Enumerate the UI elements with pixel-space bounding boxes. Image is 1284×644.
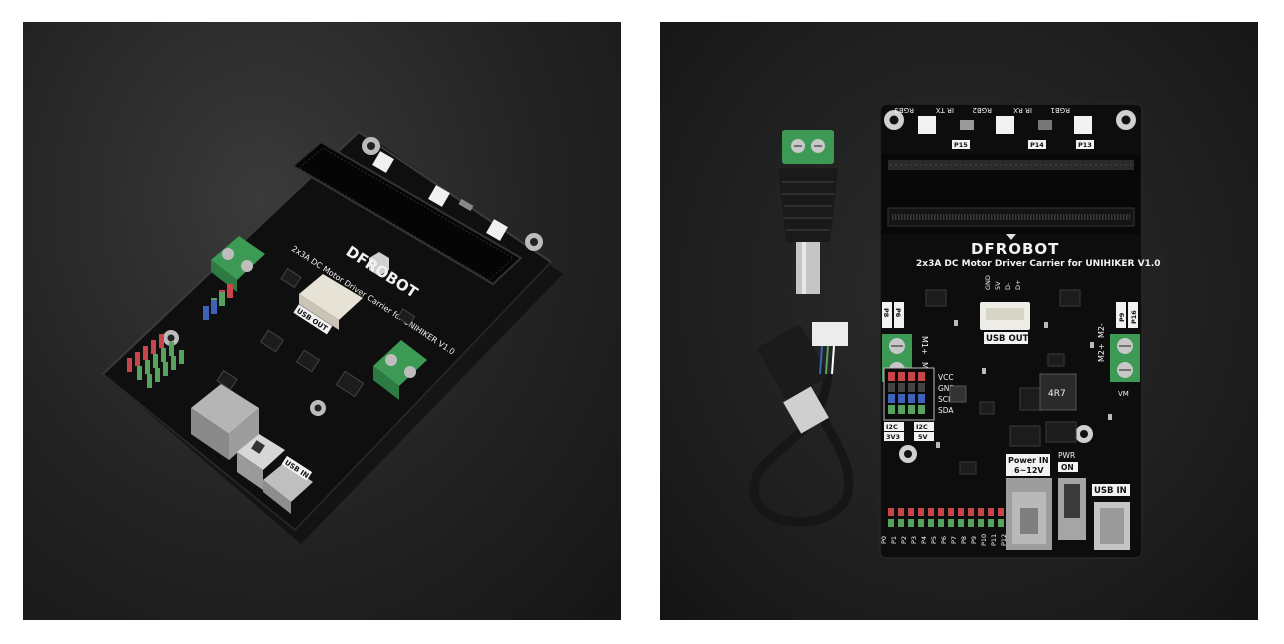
brand-label: DFROBOT bbox=[971, 240, 1059, 258]
ir-tx-component bbox=[960, 120, 974, 130]
5v-i2c-label: 5V bbox=[918, 433, 928, 441]
pin-label-p0: P0 bbox=[880, 536, 888, 544]
pin-label-p6: P6 bbox=[940, 536, 948, 544]
pin-label-p5: P5 bbox=[930, 536, 938, 544]
gnd-pin-label: GND bbox=[984, 275, 992, 290]
usb-in-connector bbox=[1094, 502, 1130, 550]
power-range-label: 6~12V bbox=[1014, 466, 1044, 475]
power-in-jack-angled bbox=[191, 384, 259, 460]
p6-label: P6 bbox=[894, 308, 902, 318]
edge-connector bbox=[291, 140, 523, 286]
pin-label-p4: P4 bbox=[920, 536, 928, 544]
pin-label-p9: P9 bbox=[970, 536, 978, 544]
vcc-label: VCC bbox=[938, 373, 954, 382]
pin-label-p2: P2 bbox=[900, 536, 908, 544]
ic-chip bbox=[1047, 353, 1065, 367]
rgb1-label: RGB1 bbox=[1050, 106, 1070, 114]
gpio-header-angled bbox=[127, 334, 184, 388]
on-label: ON bbox=[1061, 463, 1074, 472]
ir-tx-label: IR TX bbox=[936, 106, 954, 114]
3v3-label: 3V3 bbox=[886, 433, 900, 441]
m2m-label: M2- bbox=[1097, 323, 1106, 338]
i2c-right-label: I2C bbox=[916, 423, 928, 431]
vm-label: VM bbox=[1118, 390, 1129, 398]
rgb3-led bbox=[918, 116, 936, 134]
i2c-left-label: I2C bbox=[886, 423, 898, 431]
rgb3-label: RGB3 bbox=[894, 106, 914, 114]
dc-barrel-adapter bbox=[778, 130, 838, 294]
p9-label: P9 bbox=[1118, 312, 1126, 322]
pin-label-p3: P3 bbox=[910, 536, 918, 544]
p16-label: P16 bbox=[1130, 310, 1138, 324]
p8-label: P8 bbox=[882, 308, 890, 318]
motor-terminal-m2 bbox=[1110, 334, 1140, 382]
ic-chip bbox=[1009, 425, 1041, 447]
5v-pin-label: 5V bbox=[994, 281, 1002, 290]
power-in-label: Power IN bbox=[1008, 456, 1049, 465]
p14-label: P14 bbox=[1030, 141, 1044, 149]
rgb2-label: RGB2 bbox=[972, 106, 992, 114]
pin-label-p10: P10 bbox=[980, 534, 988, 546]
usb-in-label: USB IN bbox=[1094, 486, 1127, 496]
ir-rx-label: IR RX bbox=[1013, 106, 1032, 114]
scl-label: SCL bbox=[938, 395, 953, 404]
p13-label: P13 bbox=[1078, 141, 1092, 149]
rgb-led bbox=[428, 185, 450, 207]
inductor-label: 4R7 bbox=[1048, 389, 1066, 399]
ic-chip bbox=[925, 289, 947, 307]
motor-terminal-m1 bbox=[211, 236, 265, 292]
power-switch-angled bbox=[237, 434, 285, 490]
rgb1-led bbox=[1074, 116, 1092, 134]
pwr-label: PWR bbox=[1058, 451, 1075, 460]
product-photo-topdown: RGB3 IR TX RGB2 IR RX RGB1 P15 P14 P13 D… bbox=[660, 22, 1258, 620]
power-switch bbox=[1058, 478, 1086, 540]
gpio-header bbox=[888, 508, 1004, 527]
dminus-pin-label: D- bbox=[1004, 282, 1012, 290]
power-in-jack bbox=[1006, 478, 1052, 550]
ic-chip bbox=[959, 461, 977, 475]
pin-label-p11: P11 bbox=[990, 534, 998, 546]
p15-label: P15 bbox=[954, 141, 968, 149]
rgb-led bbox=[486, 219, 508, 241]
ir-rx-component bbox=[1038, 120, 1052, 130]
pin-label-p7: P7 bbox=[950, 536, 958, 544]
i2c-header-angled bbox=[203, 284, 233, 320]
ic-chip bbox=[979, 401, 995, 415]
dplus-pin-label: D+ bbox=[1014, 280, 1022, 290]
gnd-label: GND bbox=[938, 384, 955, 393]
m2p-label: M2+ bbox=[1097, 343, 1106, 362]
usb-out-label: USB OUT bbox=[986, 334, 1029, 344]
usb-out-connector bbox=[299, 274, 363, 330]
product-photo-angled: DFROBOT 2x3A DC Motor Driver Carrier for… bbox=[23, 22, 621, 620]
inductor bbox=[1039, 373, 1077, 411]
pin-label-p8: P8 bbox=[960, 536, 968, 544]
pin-label-p1: P1 bbox=[890, 536, 898, 544]
sda-label: SDA bbox=[938, 406, 954, 415]
i2c-header bbox=[883, 367, 935, 421]
usb-cable bbox=[749, 322, 854, 527]
rgb2-led bbox=[996, 116, 1014, 134]
ic-chip bbox=[1045, 421, 1077, 443]
topdown-board-illustration: RGB3 IR TX RGB2 IR RX RGB1 P15 P14 P13 D… bbox=[749, 103, 1161, 559]
pin-label-p12: P12 bbox=[1000, 534, 1008, 546]
ic-chip bbox=[1059, 289, 1081, 307]
usb-in-connector-angled bbox=[263, 462, 313, 514]
m1p-label: M1+ bbox=[920, 336, 929, 355]
board-title: 2x3A DC Motor Driver Carrier for UNIHIKE… bbox=[916, 259, 1161, 269]
rgb-led bbox=[372, 151, 394, 173]
motor-terminal-m2 bbox=[373, 340, 427, 400]
angled-board-illustration: DFROBOT 2x3A DC Motor Driver Carrier for… bbox=[101, 130, 563, 544]
